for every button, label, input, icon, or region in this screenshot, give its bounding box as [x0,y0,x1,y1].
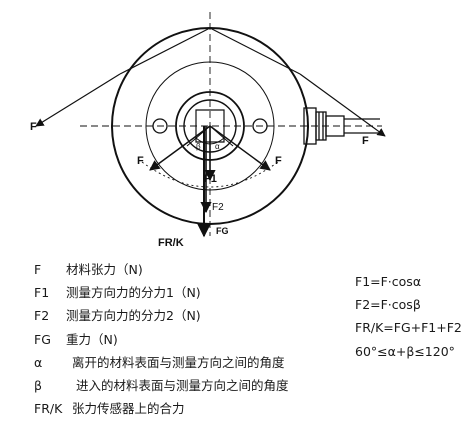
legend-description: 进入的材料表面与测量方向之间的角度 [76,378,289,394]
legend-row: F 材料张力（N) [34,258,289,281]
angle-arc-alpha [209,137,225,145]
label-f1-center: F1 [204,173,217,185]
legend-description: 重力（N) [66,331,118,347]
label-frk: FR/K [158,237,184,249]
mounting-hole-right [252,118,268,134]
formula-angle-range: 60°≤α+β≤120° [355,343,455,359]
mounting-hole-left [152,118,168,134]
legend-row: F2 测量方向力的分力2（N) [34,304,289,327]
legend-symbol: FG [34,331,51,347]
formula-f1: F1=F·cosα [355,274,422,289]
legend-symbol: F2 [34,308,50,324]
legend: F 材料张力（N) F1 测量方向力的分力1（N) F2 测量方向力的分力2（N… [34,258,289,420]
label-beta: β [196,142,201,151]
legend-row: F1 测量方向力的分力1（N) [34,281,289,304]
legend-row: FR/K 张力传感器上的合力 [34,397,289,420]
legend-description: 测量方向力的分力2（N) [66,308,201,324]
legend-description: 材料张力（N) [66,262,143,277]
legend-symbol: α [34,354,43,370]
legend-description: 测量方向力的分力1（N) [66,285,201,301]
roller-inner-circle [145,61,275,191]
label-f1-left: F [137,155,144,167]
formula-list: F1=F·cosα F2=F·cosβ FR/K=FG+F1+F2 60°≤α+… [355,270,462,363]
force-f1-left-arrow [149,125,211,171]
label-f-right: F [362,135,369,147]
label-f1-right: F [275,155,282,167]
shaft-keyway [195,109,225,143]
legend-row: β 进入的材料表面与测量方向之间的角度 [34,374,289,397]
legend-symbol: F1 [34,285,50,301]
legend-row: α 离开的材料表面与测量方向之间的角度 [34,351,289,374]
material-line-left [35,73,121,127]
material-line-right-top [209,27,301,75]
legend-symbol: FR/K [34,401,63,417]
formula-f2: F2=F·cosβ [355,297,421,313]
label-f-left: F [30,121,37,133]
legend-description: 离开的材料表面与测量方向之间的角度 [72,354,285,370]
label-alpha: α [215,142,220,151]
legend-row: FG 重力（N) [34,328,289,351]
material-line-top [119,27,211,75]
material-line-right [299,73,386,137]
formula-frk: FR/K=FG+F1+F2 [355,320,462,336]
legend-description: 张力传感器上的合力 [72,401,185,417]
legend-symbol: F [34,262,42,277]
legend-symbol: β [34,378,42,394]
label-f2: F2 [212,202,224,213]
label-fg: FG [216,226,229,236]
force-f1-right-arrow [209,125,271,171]
tension-sensor-diagram: F F F F F1 F2 FG FR/K β α [30,12,386,249]
